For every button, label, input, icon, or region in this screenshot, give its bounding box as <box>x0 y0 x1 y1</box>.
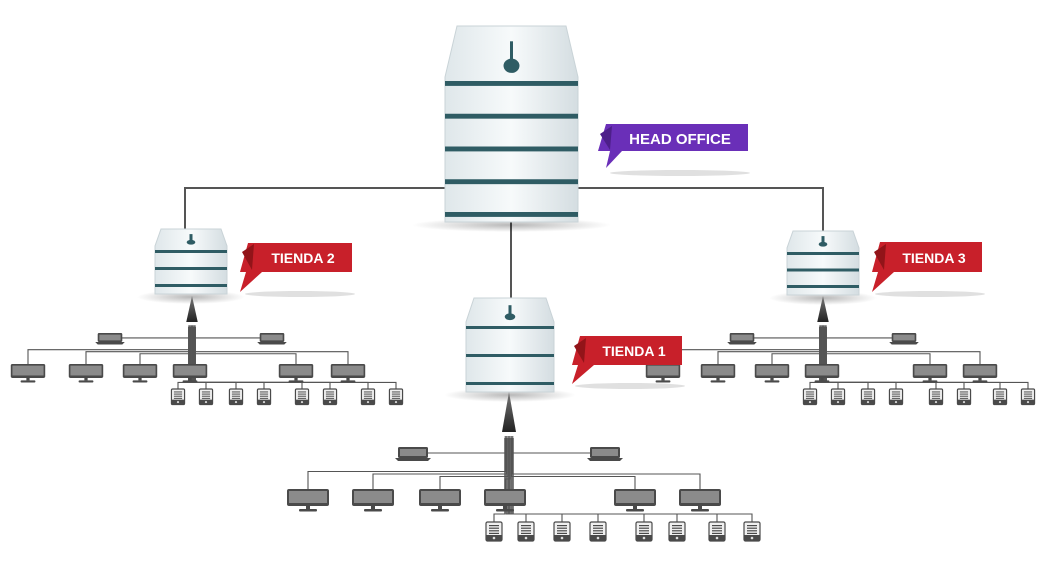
uplink-cone <box>186 296 198 322</box>
desktop-tower-icon <box>388 388 404 406</box>
monitor-icon <box>68 364 104 383</box>
server-icon <box>769 230 877 305</box>
desktop-tower-icon <box>802 388 818 406</box>
store-1-label: TIENDA 1 <box>602 343 665 359</box>
desktop-tower-icon <box>228 388 244 406</box>
store-1-network <box>287 392 761 542</box>
store-3-network <box>645 296 1036 406</box>
monitor-icon <box>278 364 314 383</box>
monitor-icon <box>804 364 840 383</box>
store-2-label: TIENDA 2 <box>271 250 334 266</box>
server-icon <box>411 25 612 232</box>
uplink-cone <box>502 392 516 432</box>
store-3-server <box>769 230 877 305</box>
network-cables <box>27 325 397 389</box>
laptop-icon <box>95 333 125 345</box>
desktop-tower-icon <box>589 521 607 542</box>
desktop-tower-icon <box>553 521 571 542</box>
monitor-icon <box>679 489 721 512</box>
uplink-cone <box>817 296 829 322</box>
monitor-icon <box>484 489 526 512</box>
monitor-icon <box>419 489 461 512</box>
desktop-tower-icon <box>830 388 846 406</box>
network-cables <box>307 436 753 522</box>
desktop-tower-icon <box>635 521 653 542</box>
desktop-tower-icon <box>743 521 761 542</box>
store-1-flag: TIENDA 1 <box>572 336 685 389</box>
monitor-icon <box>754 364 790 383</box>
store-2-server <box>137 228 245 304</box>
desktop-tower-icon <box>708 521 726 542</box>
monitor-icon <box>352 489 394 512</box>
monitor-icon <box>287 489 329 512</box>
desktop-tower-icon <box>256 388 272 406</box>
desktop-tower-icon <box>956 388 972 406</box>
desktop-tower-icon <box>322 388 338 406</box>
desktop-tower-icon <box>992 388 1008 406</box>
monitor-icon <box>172 364 208 383</box>
head-office-server <box>411 25 612 232</box>
desktop-tower-icon <box>170 388 186 406</box>
laptop-icon <box>257 333 287 345</box>
store-3-label: TIENDA 3 <box>902 250 965 266</box>
store-2-network <box>10 296 404 406</box>
desktop-tower-icon <box>198 388 214 406</box>
laptop-icon <box>395 447 431 461</box>
monitor-icon <box>122 364 158 383</box>
desktop-tower-icon <box>860 388 876 406</box>
head-office-flag: HEAD OFFICE <box>598 124 750 176</box>
store-3-flag: TIENDA 3 <box>872 242 985 297</box>
desktop-tower-icon <box>294 388 310 406</box>
server-icon <box>444 297 576 402</box>
monitor-icon <box>912 364 948 383</box>
store-2-flag: TIENDA 2 <box>240 243 355 297</box>
laptop-icon <box>587 447 623 461</box>
network-cables <box>662 325 1029 389</box>
backbone-links <box>184 187 824 300</box>
desktop-tower-icon <box>1020 388 1036 406</box>
monitor-icon <box>700 364 736 383</box>
desktop-tower-icon <box>668 521 686 542</box>
head-office-label: HEAD OFFICE <box>629 131 731 148</box>
store-1-server <box>444 297 576 402</box>
desktop-tower-icon <box>360 388 376 406</box>
desktop-tower-icon <box>888 388 904 406</box>
laptop-icon <box>889 333 919 345</box>
monitor-icon <box>962 364 998 383</box>
monitor-icon <box>645 364 681 383</box>
laptop-icon <box>727 333 757 345</box>
monitor-icon <box>330 364 366 383</box>
desktop-tower-icon <box>928 388 944 406</box>
monitor-icon <box>614 489 656 512</box>
desktop-tower-icon <box>517 521 535 542</box>
desktop-tower-icon <box>485 521 503 542</box>
server-icon <box>137 228 245 304</box>
monitor-icon <box>10 364 46 383</box>
